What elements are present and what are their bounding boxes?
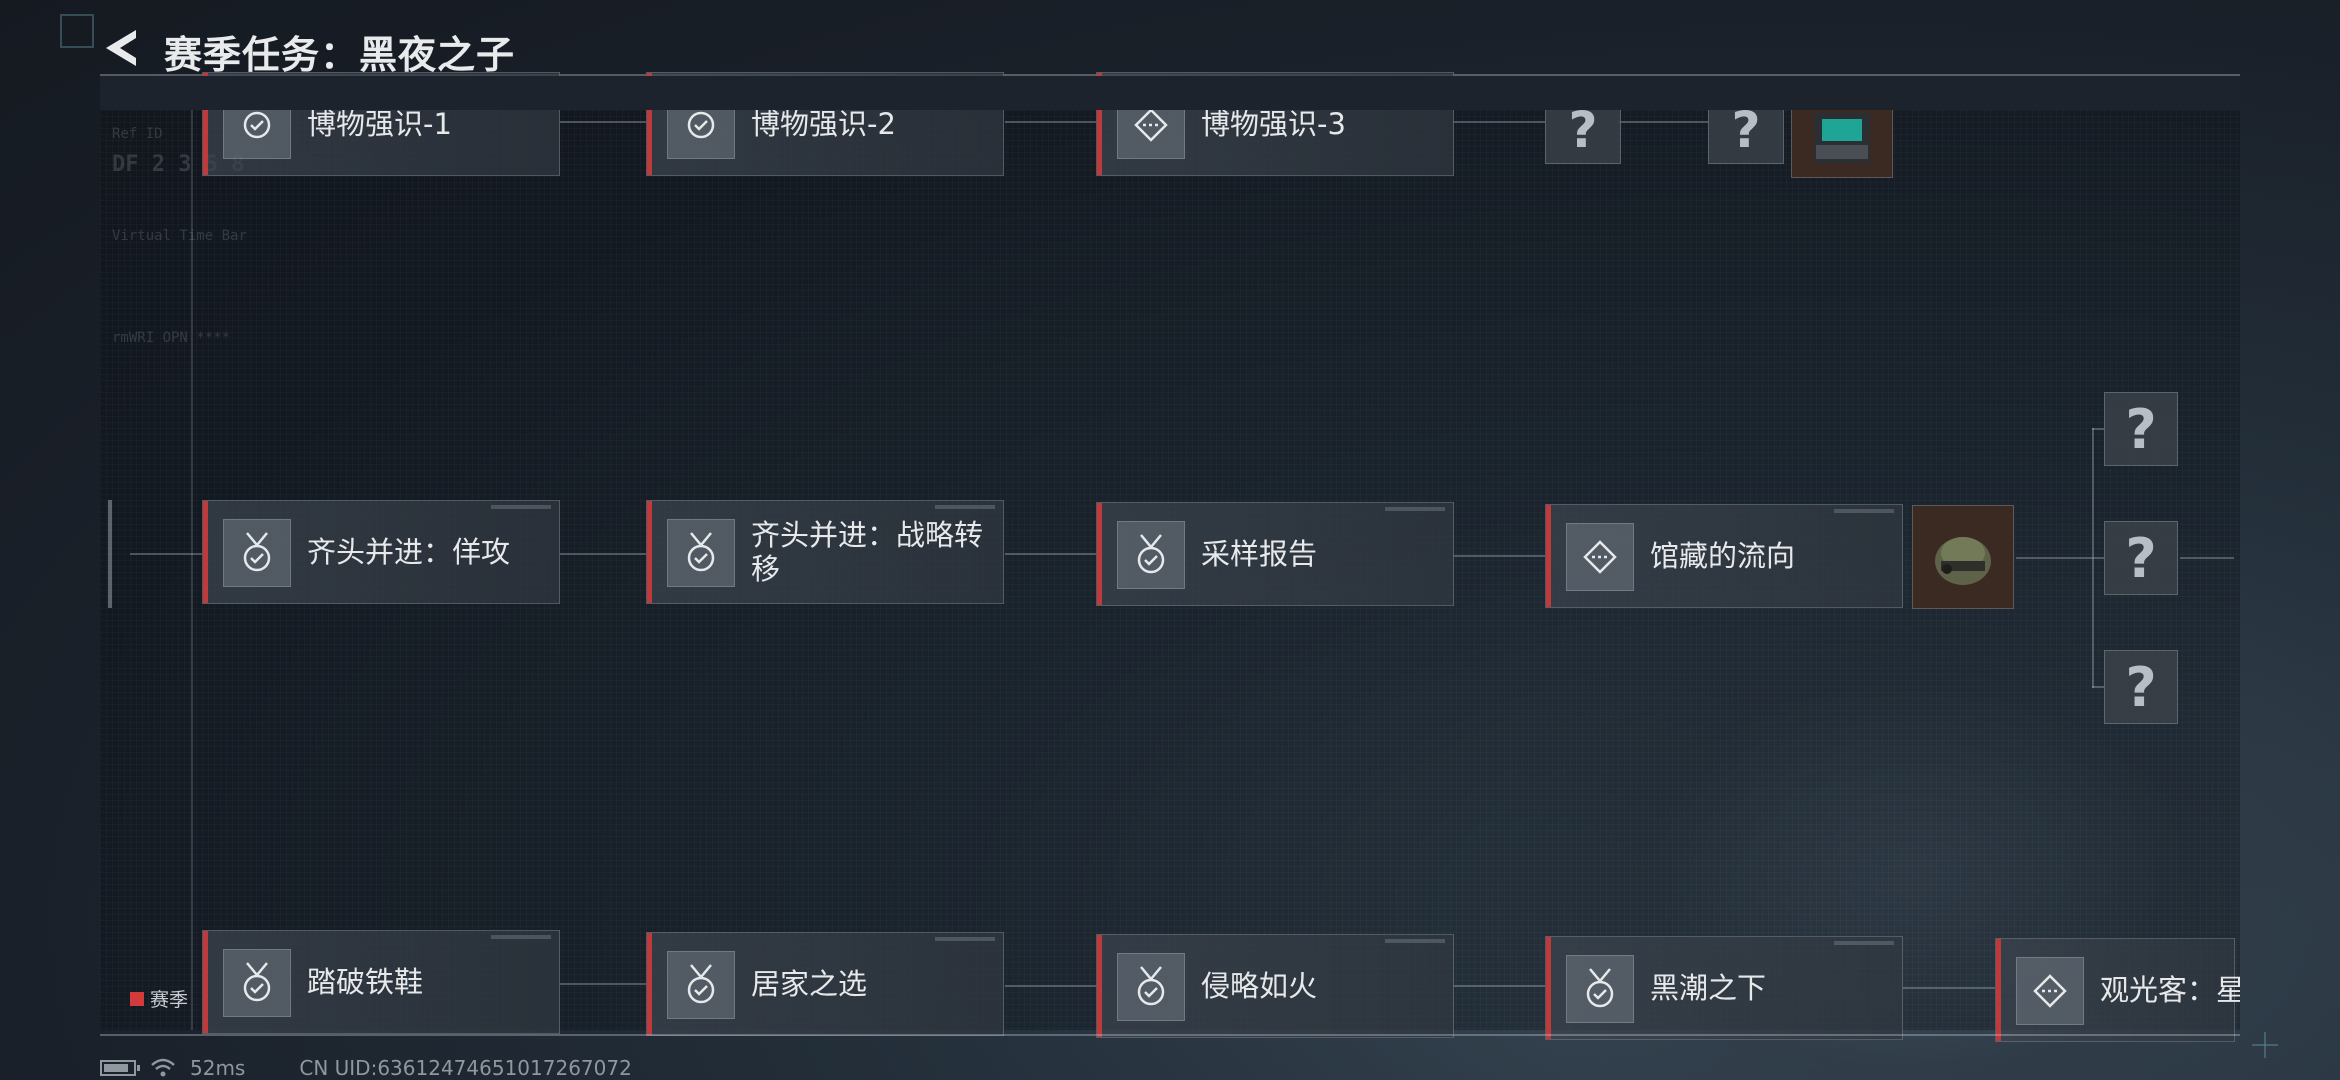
legend: 赛季 — [130, 985, 188, 1012]
locked-branch[interactable]: ? — [2104, 650, 2178, 724]
task-label: 侵略如火 — [1201, 969, 1318, 1003]
task-label: 观光客：星 — [2100, 973, 2240, 1007]
medal-check-icon — [667, 951, 735, 1019]
task-node[interactable]: 黑潮之下 — [1545, 936, 1903, 1040]
task-label: 博物强识-3 — [1201, 107, 1346, 141]
wifi-icon — [151, 1058, 175, 1077]
header-mask — [100, 76, 2240, 110]
locked-branch[interactable]: ? — [2104, 521, 2178, 595]
task-node[interactable]: 侵略如火 — [1096, 934, 1454, 1038]
locked-mark: ? — [1568, 101, 1598, 159]
locked-mark: ? — [1731, 101, 1761, 159]
locked-mark: ? — [2125, 526, 2157, 590]
page-title: 赛季任务：黑夜之子 — [164, 33, 516, 77]
task-label: 馆藏的流向 — [1650, 539, 1796, 573]
task-label: 齐头并进：战略转移 — [751, 518, 984, 586]
locked-branch[interactable]: ? — [2104, 392, 2178, 466]
medal-check-icon — [1566, 955, 1634, 1023]
connector — [1453, 555, 1545, 557]
corner-decoration — [60, 14, 94, 48]
left-guide-line — [191, 110, 193, 1030]
deco-text: Ref ID — [112, 126, 163, 142]
connector — [1903, 987, 1995, 989]
task-label: 采样报告 — [1201, 537, 1318, 571]
helmet-icon — [1935, 537, 1991, 585]
corner-plus-icon — [2252, 1032, 2278, 1058]
diamond-path-icon — [1566, 523, 1634, 591]
deco-text: Virtual Time Bar — [112, 228, 247, 244]
task-node[interactable]: 踏破铁鞋 — [202, 930, 560, 1034]
task-node[interactable]: 居家之选 — [646, 932, 1004, 1036]
battery-icon — [100, 1060, 140, 1076]
task-label: 踏破铁鞋 — [307, 965, 424, 999]
connector — [1453, 985, 1545, 987]
task-label: 齐头并进：佯攻 — [307, 535, 511, 569]
connector — [2016, 557, 2092, 559]
task-label: 居家之选 — [751, 967, 868, 1001]
left-stub — [108, 500, 112, 608]
legend-label: 赛季 — [150, 989, 189, 1011]
uid-text: CN UID:636124746510172670​72 — [299, 1056, 632, 1080]
ping-value: 52ms — [190, 1056, 246, 1080]
connector — [1618, 121, 1708, 123]
locked-mark: ? — [2125, 397, 2157, 461]
connector — [2180, 557, 2234, 559]
task-node[interactable]: 齐头并进：战略转移 — [646, 500, 1004, 604]
connector — [130, 553, 202, 555]
connector — [1453, 121, 1545, 123]
deco-text: rmWRI OPN **** — [112, 330, 231, 346]
back-arrow-icon — [106, 30, 136, 66]
medal-check-icon — [1117, 953, 1185, 1021]
crate-icon — [1814, 113, 1870, 163]
task-node[interactable]: 采样报告 — [1096, 502, 1454, 606]
connector — [1005, 985, 1099, 987]
branch-line — [2092, 428, 2094, 688]
medal-check-icon — [223, 949, 291, 1017]
locked-mark: ? — [2125, 655, 2157, 719]
task-node[interactable]: 齐头并进：佯攻 — [202, 500, 560, 604]
task-label: 博物强识-2 — [751, 107, 896, 141]
connector — [560, 121, 646, 123]
connector — [1005, 121, 1099, 123]
task-label: 博物强识-1 — [307, 107, 452, 141]
medal-check-icon — [1117, 521, 1185, 589]
connector — [1005, 553, 1099, 555]
task-node[interactable]: 观光客：星 — [1995, 938, 2240, 1042]
connector — [2092, 428, 2104, 430]
helmet-reward[interactable] — [1912, 505, 2014, 609]
back-button[interactable] — [100, 20, 140, 76]
connector — [2092, 557, 2104, 559]
connector — [560, 553, 646, 555]
connector — [2092, 686, 2104, 688]
status-bar: 52ms CN UID:636124746510172670​72 — [100, 1056, 632, 1080]
task-label: 黑潮之下 — [1650, 971, 1767, 1005]
footer-divider — [100, 1034, 2240, 1036]
diamond-path-icon — [2016, 957, 2084, 1025]
teal-crate-reward[interactable] — [1791, 100, 1893, 178]
connector — [560, 983, 646, 985]
medal-check-icon — [667, 519, 735, 587]
medal-check-icon — [223, 519, 291, 587]
legend-swatch — [130, 991, 144, 1006]
task-node[interactable]: 馆藏的流向 — [1545, 504, 1903, 608]
